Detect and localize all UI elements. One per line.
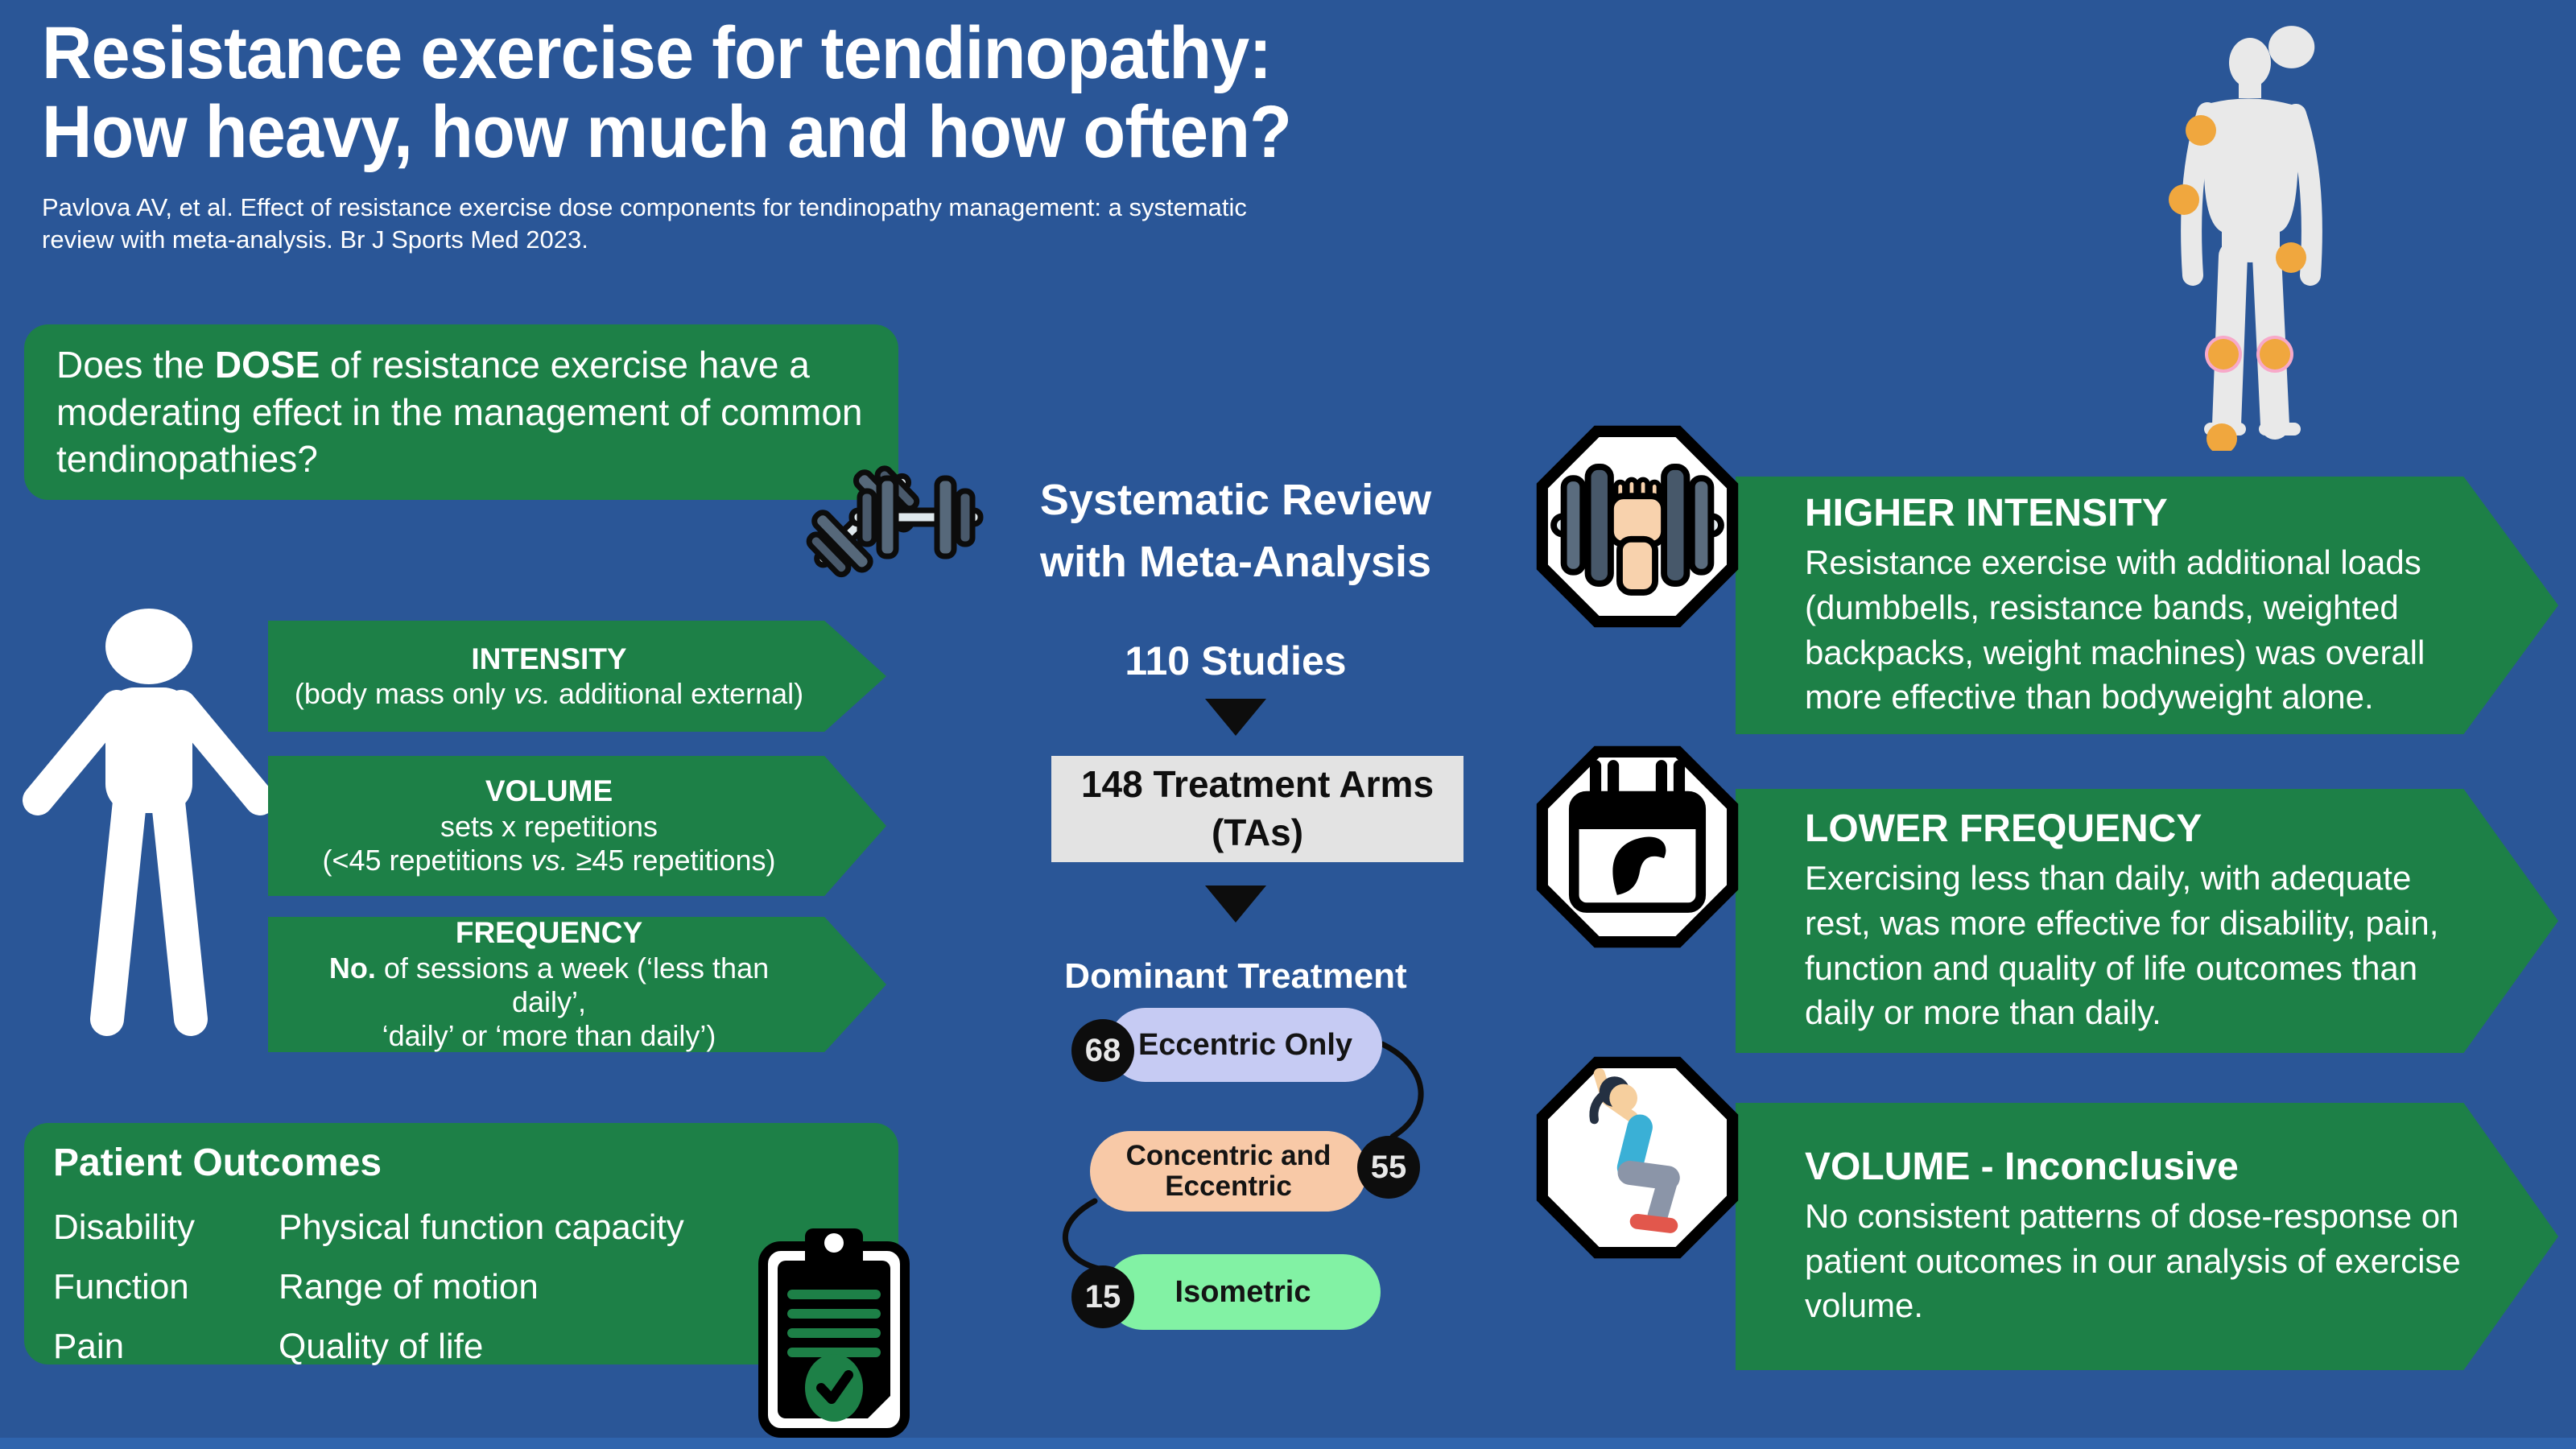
- clipboard-check-icon: [758, 1228, 910, 1438]
- finding-higher-intensity: HIGHER INTENSITY Resistance exercise wit…: [1736, 477, 2558, 734]
- finding-title: HIGHER INTENSITY: [1805, 491, 2168, 535]
- citation-line1: Pavlova AV, et al. Effect of resistance …: [42, 193, 1247, 221]
- finding-volume-inconclusive: VOLUME - Inconclusive No consistent patt…: [1736, 1103, 2558, 1370]
- outcome-item: Physical function capacity: [279, 1208, 684, 1247]
- question-pre: Does the: [56, 344, 215, 386]
- frequency-post: of sessions a week (‘less than daily’,: [375, 951, 770, 1018]
- finding-title: LOWER FREQUENCY: [1805, 807, 2202, 850]
- question-post: of resistance exercise have a moderating…: [56, 344, 863, 481]
- squat-exercise-icon: [1536, 1056, 1739, 1259]
- outcome-item: Quality of life: [279, 1327, 484, 1366]
- joint-marker-knee-right: [2260, 339, 2290, 369]
- dumbbell-hand-icon: [1536, 425, 1739, 628]
- treatment-pill-concentric-eccentric: Concentric and Eccentric: [1090, 1131, 1367, 1212]
- count-badge-eccentric: 68: [1071, 1019, 1134, 1082]
- flow-arrow-down-icon: [1205, 699, 1266, 736]
- volume-sub-post: ≥45 repetitions): [568, 844, 776, 877]
- calendar-biceps-icon: [1536, 745, 1739, 948]
- volume-subtitle: (<45 repetitions vs. ≥45 repetitions): [291, 844, 807, 877]
- treatment-pill-isometric: Isometric: [1105, 1254, 1381, 1330]
- dose-banner-intensity: INTENSITY (body mass only vs. additional…: [268, 621, 886, 732]
- person-icon: [23, 609, 275, 1036]
- outcome-item: Range of motion: [279, 1267, 539, 1307]
- joint-markers: [2169, 115, 2306, 451]
- dose-banner-frequency: FREQUENCY No. of sessions a week (‘less …: [268, 917, 886, 1052]
- intensity-sub-pre: (body mass only: [294, 676, 514, 710]
- dumbbells-icon: [806, 465, 984, 578]
- joint-marker-shoulder: [2186, 115, 2216, 146]
- volume-vs: vs.: [530, 844, 568, 877]
- joint-marker-ankle: [2207, 423, 2237, 451]
- flow-heading: Systematic Review with Meta-Analysis: [974, 469, 1497, 592]
- finding-title: VOLUME - Inconclusive: [1805, 1145, 2239, 1188]
- frequency-line1: No. of sessions a week (‘less than daily…: [291, 952, 807, 1020]
- joint-marker-elbow: [2169, 184, 2199, 215]
- count-badge-isometric: 15: [1071, 1265, 1134, 1328]
- treatment-arms-line1: 148 Treatment Arms: [1080, 763, 1435, 806]
- intensity-vs: vs.: [513, 676, 551, 710]
- body-silhouette: [2181, 26, 2322, 440]
- citation: Pavlova AV, et al. Effect of resistance …: [42, 192, 1247, 255]
- research-question-text: Does the DOSE of resistance exercise hav…: [24, 333, 898, 490]
- finding-text: Resistance exercise with additional load…: [1805, 543, 2425, 716]
- finding-text: No consistent patterns of dose-response …: [1805, 1196, 2461, 1325]
- intensity-subtitle: (body mass only vs. additional external): [291, 677, 807, 711]
- outcome-item: Disability: [53, 1208, 196, 1247]
- outcome-item: Pain: [53, 1327, 125, 1366]
- flow-arrow-down-icon: [1205, 886, 1266, 923]
- patient-outcomes-list: Disability Physical function capacity Fu…: [53, 1208, 778, 1367]
- intensity-title: INTENSITY: [471, 642, 627, 675]
- flow-heading-line1: Systematic Review: [1039, 476, 1432, 524]
- tendinopathy-body-map: [2169, 26, 2322, 451]
- treatment-arms-line2: (TAs): [1211, 811, 1304, 853]
- dominant-treatment-title: Dominant Treatment: [1064, 956, 1407, 996]
- question-bold: DOSE: [214, 344, 320, 386]
- pill-connector-lines: [1062, 1041, 1424, 1272]
- frequency-bold: No.: [328, 951, 376, 985]
- dose-banner-volume: VOLUME sets x repetitions (<45 repetitio…: [268, 756, 886, 896]
- treatment-pill-eccentric: Eccentric Only: [1108, 1008, 1382, 1082]
- frequency-line2: ‘daily’ or ‘more than daily’): [382, 1019, 716, 1053]
- finding-lower-frequency: LOWER FREQUENCY Exercising less than dai…: [1736, 789, 2558, 1053]
- volume-line1: sets x repetitions: [440, 809, 658, 843]
- patient-outcomes-title: Patient Outcomes: [53, 1141, 382, 1184]
- joint-marker-hip: [2276, 242, 2306, 273]
- count-badge-concentric: 55: [1357, 1136, 1420, 1199]
- joint-marker-knee-left: [2208, 339, 2239, 369]
- page-title: Resistance exercise for tendinopathy: Ho…: [42, 12, 1292, 173]
- footer-strip: [0, 1438, 2576, 1449]
- page-title-line1: Resistance exercise for tendinopathy:: [42, 12, 1272, 94]
- treatment-arms-box: 148 Treatment Arms (TAs): [1051, 756, 1463, 862]
- finding-text: Exercising less than daily, with adequat…: [1805, 858, 2439, 1032]
- page-title-line2: How heavy, how much and how often?: [42, 90, 1292, 173]
- citation-line2: review with meta-analysis. Br J Sports M…: [42, 225, 588, 254]
- volume-sub-pre: (<45 repetitions: [322, 844, 531, 877]
- intensity-sub-post: additional external): [550, 676, 804, 710]
- flow-heading-line2: with Meta-Analysis: [1039, 537, 1432, 586]
- research-question-card: Does the DOSE of resistance exercise hav…: [24, 324, 898, 500]
- volume-title: VOLUME: [485, 774, 613, 808]
- frequency-title: FREQUENCY: [455, 916, 643, 950]
- studies-count: 110 Studies: [1125, 638, 1347, 683]
- patient-outcomes-card: Patient Outcomes Disability Physical fun…: [24, 1123, 898, 1367]
- outcome-item: Function: [53, 1267, 189, 1307]
